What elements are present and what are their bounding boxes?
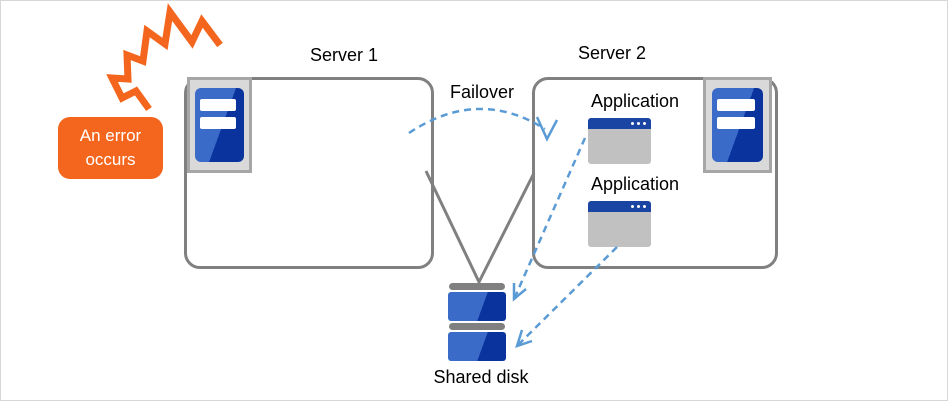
window-dot-icon [631,205,634,208]
server1-label: Server 1 [309,45,379,65]
server-icon-slot [717,117,755,129]
shared-disk-label: Shared disk [433,367,529,387]
window-dot-icon [637,205,640,208]
app1-arrowhead-icon [512,283,527,302]
app-window-titlebar [588,201,651,212]
app-window-icon [588,118,651,164]
app-window-body [588,212,651,247]
app2-arrowhead-icon [515,329,533,348]
server-icon [187,77,252,173]
server-icon-slot [717,99,755,111]
disk-block [448,292,506,321]
application2-label: Application [590,174,680,194]
error-callout-line2: occurs [85,150,136,169]
app-window-body [588,129,651,164]
error-callout-line1: An error [79,126,142,145]
window-dot-icon [637,122,640,125]
error-callout: An error occurs [58,117,163,179]
app-window-icon [588,201,651,247]
application1-label: Application [590,91,680,111]
app-window-titlebar [588,118,651,129]
window-dot-icon [643,205,646,208]
server2-label: Server 2 [577,43,647,63]
server-icon [703,77,772,173]
disk-platter-bar [449,323,505,330]
window-dot-icon [643,122,646,125]
disk-platter-bar [449,283,505,290]
server-disk-connector [424,170,536,286]
disk-block [448,332,506,361]
window-dot-icon [631,122,634,125]
failover-label: Failover [449,82,515,102]
server-icon-slot [200,99,236,111]
server-icon-slot [200,117,236,129]
